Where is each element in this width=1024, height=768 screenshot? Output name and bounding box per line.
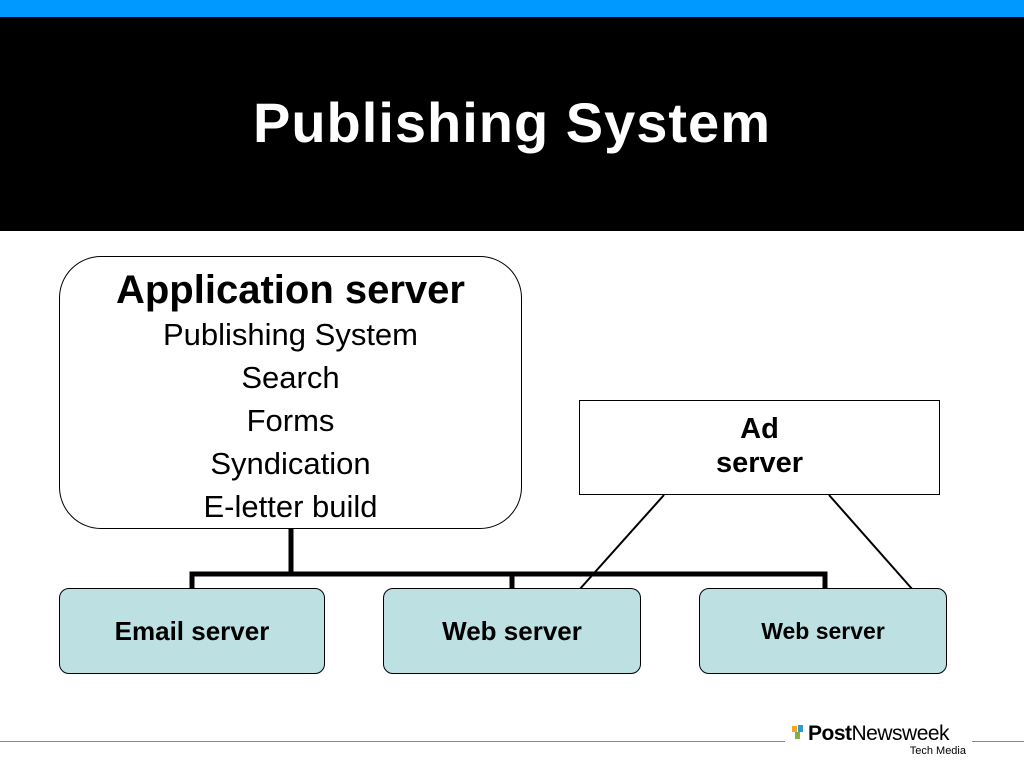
ad-server-box: Ad server bbox=[579, 400, 940, 495]
logo-mark-icon bbox=[792, 725, 803, 739]
web-server-1-label: Web server bbox=[442, 615, 582, 646]
web-server-box-1: Web server bbox=[383, 588, 641, 674]
app-item-forms: Forms bbox=[246, 403, 335, 438]
web-server-2-label: Web server bbox=[761, 617, 885, 644]
accent-stripe bbox=[0, 0, 1024, 17]
ad-server-line-1: Ad bbox=[740, 413, 779, 445]
postnewsweek-logo: PostNewsweek Tech Media bbox=[792, 720, 970, 762]
ad-to-web2-connector bbox=[828, 494, 914, 591]
web-server-box-2: Web server bbox=[699, 588, 947, 674]
title-band bbox=[0, 17, 1024, 231]
application-server-box: Application server Publishing System Sea… bbox=[59, 256, 522, 529]
email-server-label: Email server bbox=[114, 615, 270, 646]
ad-server-line-2: server bbox=[715, 447, 804, 479]
logo-newsweek-text: Newsweek bbox=[851, 722, 950, 745]
ad-to-web1-connector bbox=[578, 494, 665, 591]
app-item-search: Search bbox=[241, 360, 340, 395]
logo-subtitle: Tech Media bbox=[909, 745, 966, 757]
logo-post-text: Post bbox=[808, 722, 852, 745]
footer-rule-right bbox=[972, 741, 1024, 742]
app-item-syndication: Syndication bbox=[210, 446, 371, 481]
app-item-eletter-build: E-letter build bbox=[203, 489, 378, 524]
application-server-heading: Application server bbox=[115, 268, 465, 312]
logo-wordmark: PostNewsweek bbox=[808, 720, 950, 748]
app-item-publishing-system: Publishing System bbox=[162, 317, 418, 352]
footer-rule-left bbox=[0, 741, 785, 742]
email-server-box: Email server bbox=[59, 588, 325, 674]
slide-title: Publishing System bbox=[253, 91, 771, 154]
